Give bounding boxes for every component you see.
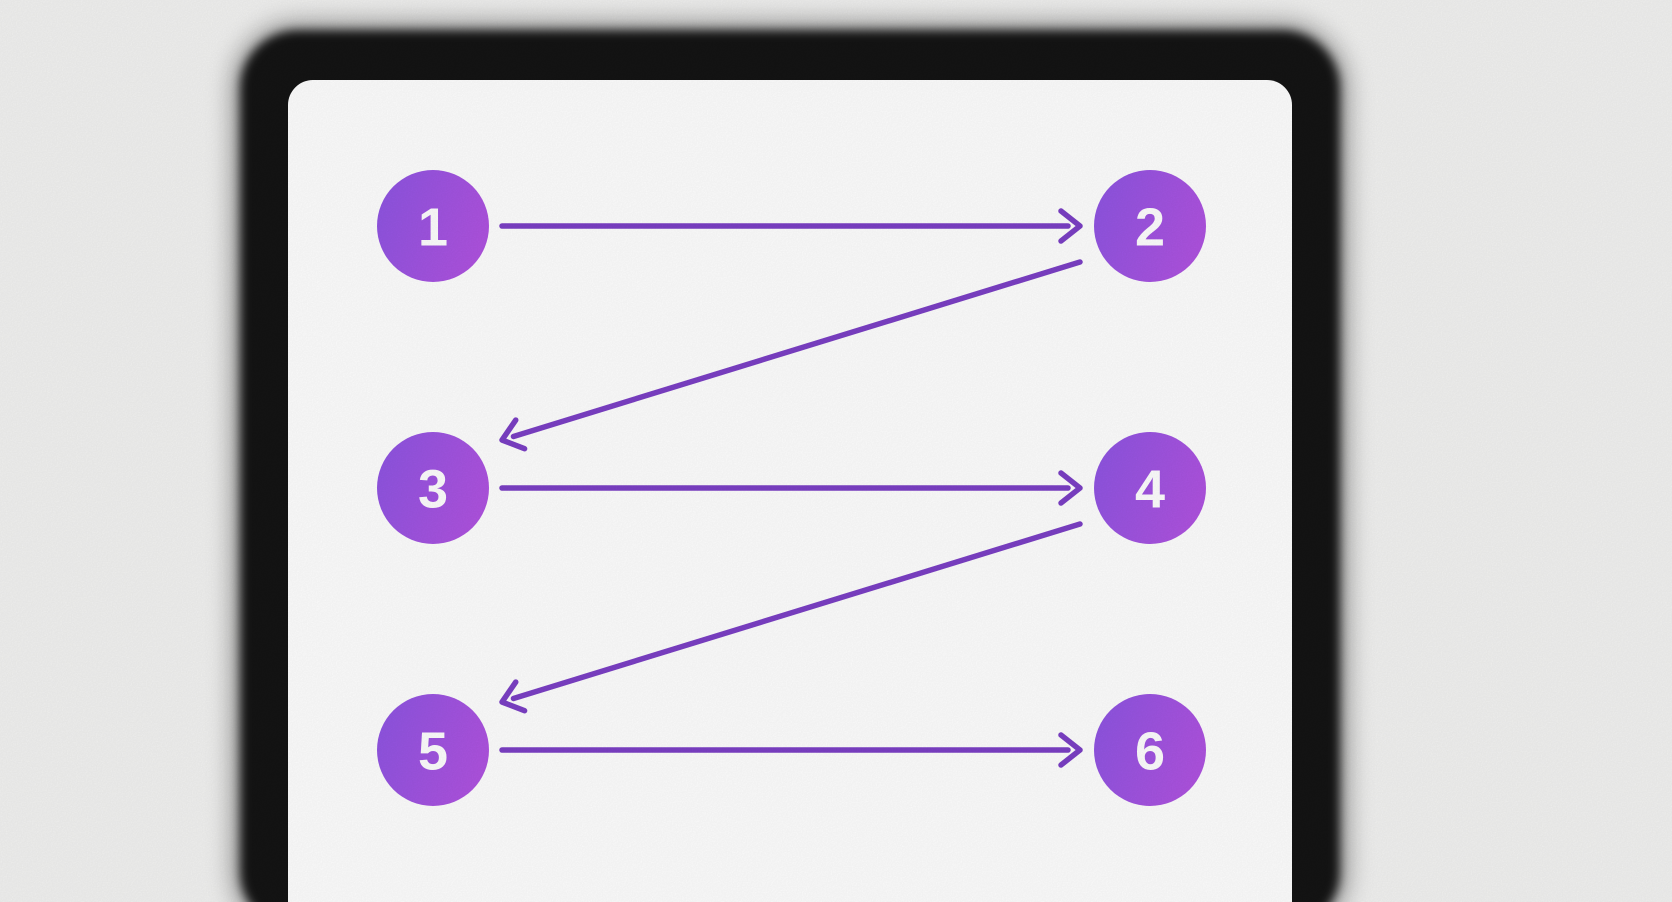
grain-texture: [0, 0, 1672, 902]
